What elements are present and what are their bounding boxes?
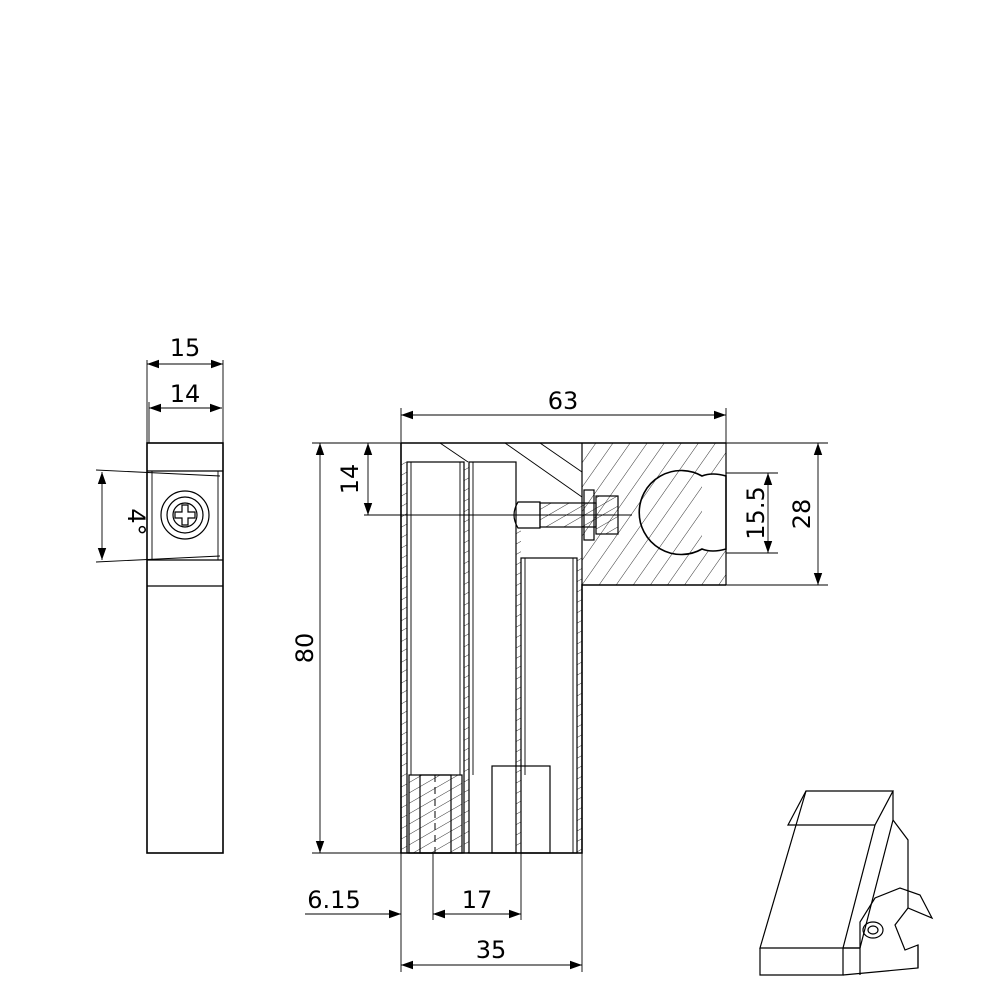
set-screw-icon bbox=[364, 489, 632, 541]
dim-overall-width-label: 63 bbox=[548, 387, 579, 415]
side-view-body bbox=[146, 442, 224, 854]
dim-top-offset: 14 bbox=[336, 443, 373, 515]
dim-base-width: 35 bbox=[401, 936, 582, 970]
dim-side-angle-label: 4° bbox=[122, 508, 150, 535]
dim-hole-spacing-label: 17 bbox=[462, 886, 493, 914]
dim-side-width-outer: 15 bbox=[146, 334, 224, 443]
dim-side-width-inner-label: 14 bbox=[170, 380, 201, 408]
dim-base-width-label: 35 bbox=[476, 936, 507, 964]
dim-left-offset-label: 6.15 bbox=[307, 886, 360, 914]
dim-clamp-height-label: 28 bbox=[788, 499, 816, 530]
dim-clamp-height: 28 bbox=[726, 442, 828, 586]
isometric-view bbox=[759, 790, 934, 976]
clamp-bore bbox=[638, 469, 727, 556]
dim-height: 80 bbox=[291, 442, 401, 854]
dim-clamp-diameter: 15.5 bbox=[726, 472, 778, 554]
dim-side-width-outer-label: 15 bbox=[170, 334, 201, 362]
dim-top-offset-label: 14 bbox=[336, 464, 364, 495]
side-view: 15 14 4° bbox=[95, 334, 224, 854]
front-view: 63 80 14 15.5 28 bbox=[291, 387, 828, 972]
dim-overall-width: 63 bbox=[400, 387, 727, 443]
dim-hole-spacing: 17 bbox=[433, 886, 521, 919]
plate-edge-hatch bbox=[401, 462, 582, 853]
plate-right bbox=[520, 557, 578, 854]
dim-side-width-inner: 14 bbox=[148, 380, 222, 443]
dim-height-label: 80 bbox=[291, 633, 319, 664]
dim-side-angle: 4° bbox=[95, 469, 221, 563]
dim-left-offset: 6.15 bbox=[305, 886, 455, 919]
dim-clamp-diameter-label: 15.5 bbox=[742, 486, 770, 539]
screw-head-icon bbox=[160, 490, 210, 540]
